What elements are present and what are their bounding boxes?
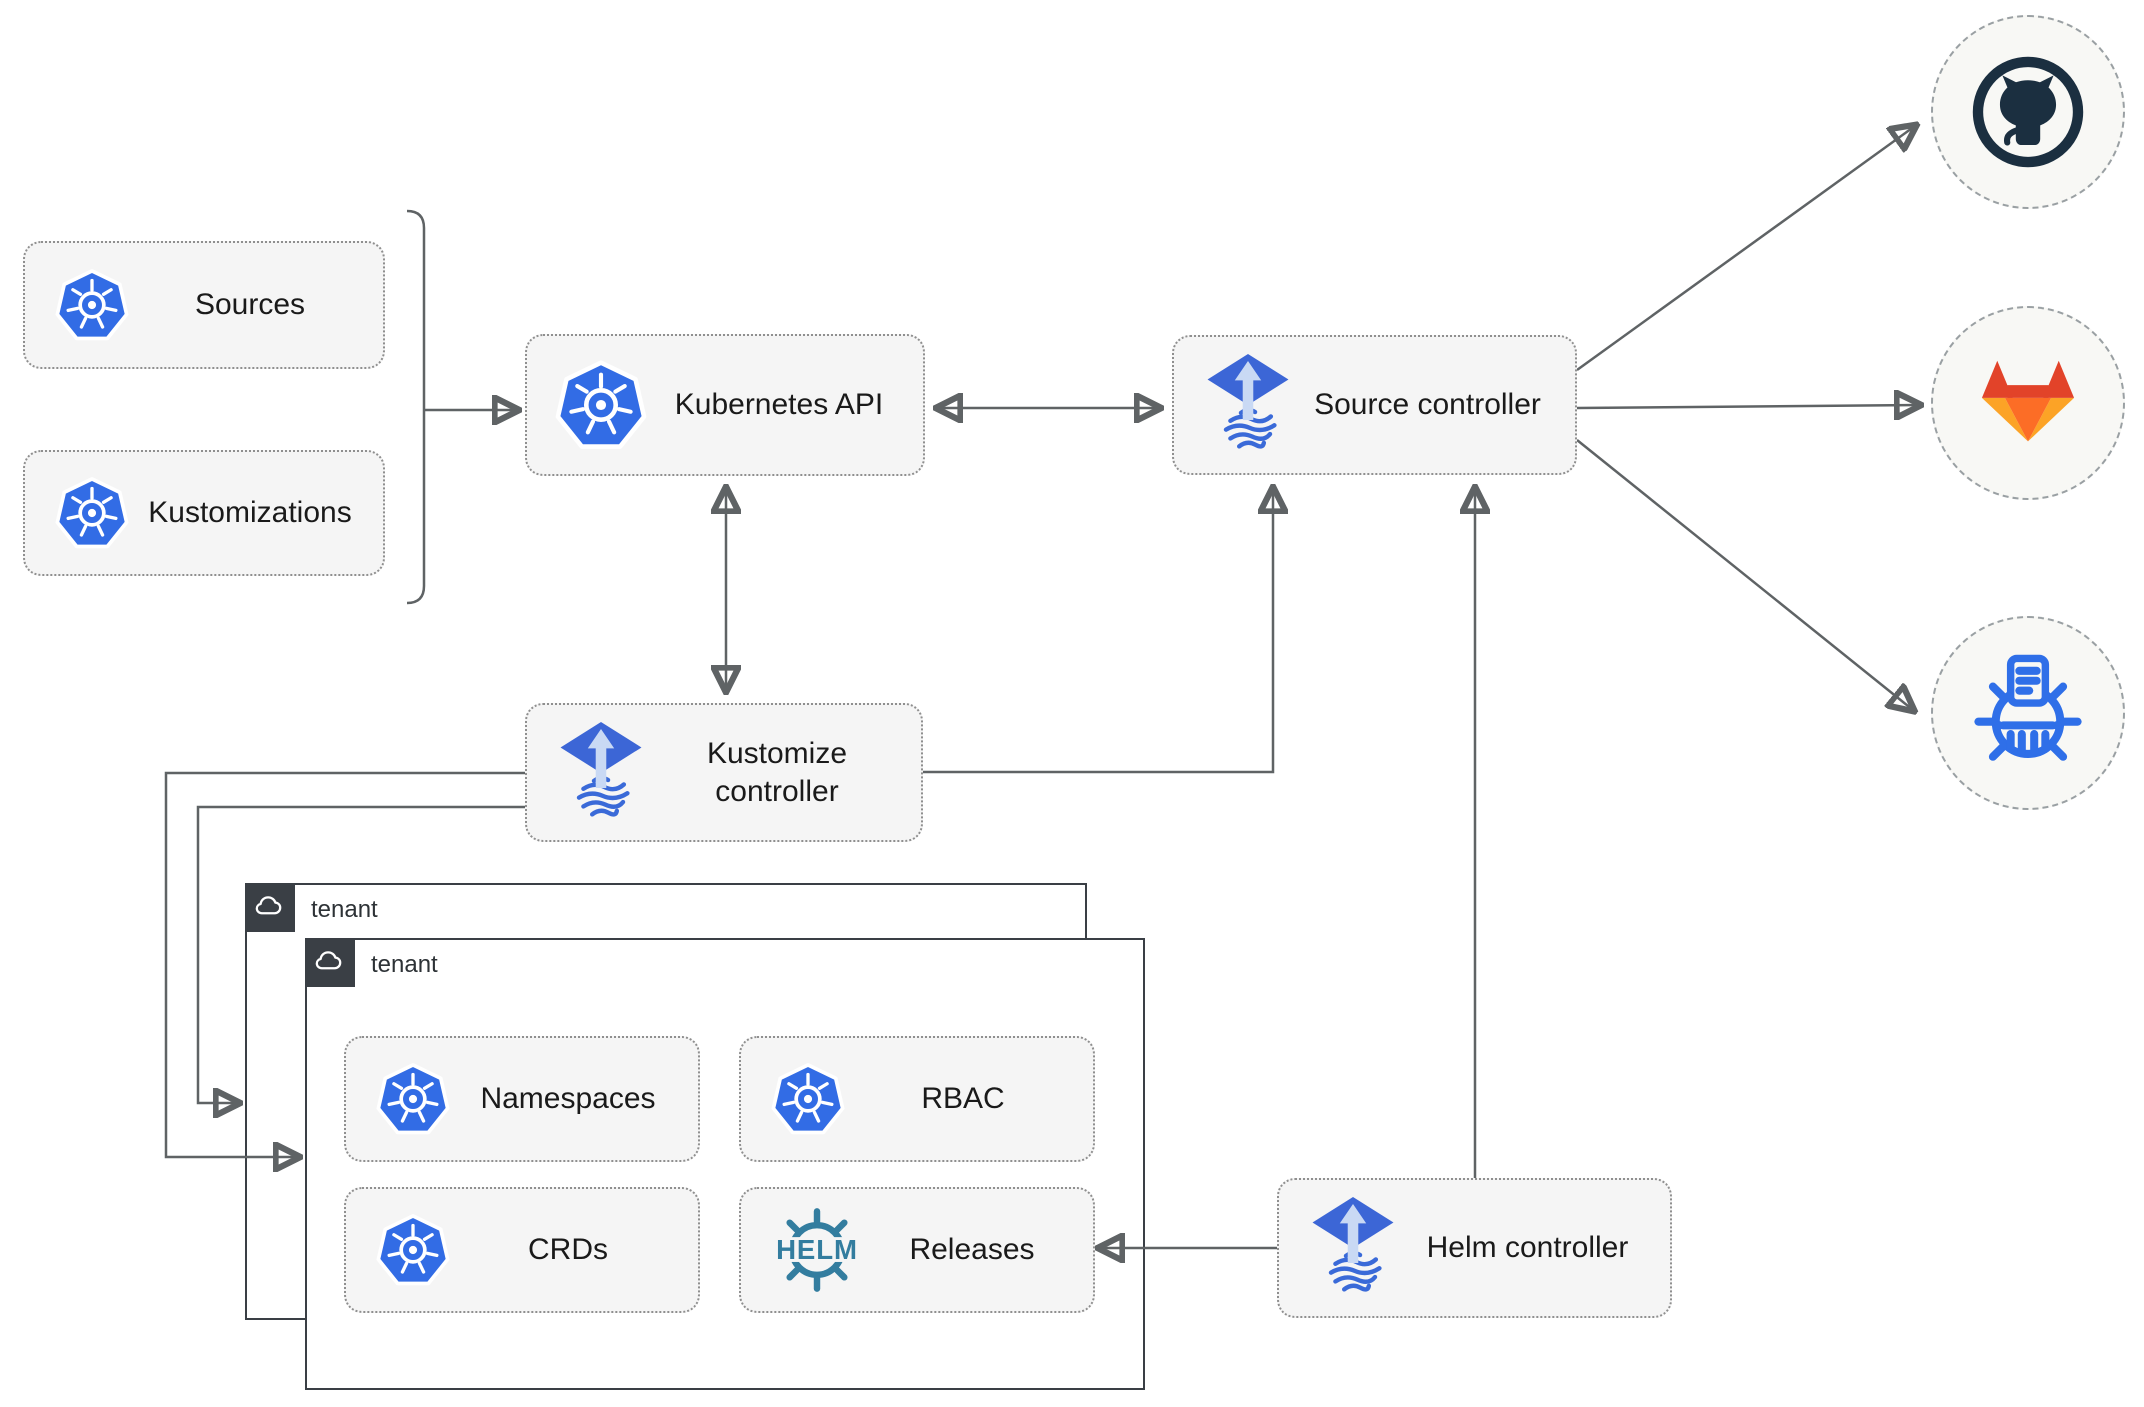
kubernetes-icon [376,1062,450,1136]
node-label: Kustomizations [148,496,352,530]
kubernetes-icon [376,1213,450,1287]
helm-icon: HELM [771,1204,863,1296]
node-kustomize-controller: Kustomize controller [525,703,923,842]
tenant-label: tenant [371,951,438,978]
edge-source-controller-github [1576,126,1915,372]
node-namespaces: Namespaces [344,1036,700,1162]
edge-kustomize-controller-source-controller [923,489,1273,774]
node-label: Kustomize controller [706,737,848,808]
flux-icon [1309,1196,1397,1300]
tenant-group-inner: tenant Namespaces RBAC [304,937,1145,1390]
kubernetes-icon [55,268,129,342]
cloud-tab [304,937,355,987]
node-releases: HELM Releases [739,1187,1095,1313]
node-label: CRDs [528,1233,608,1267]
node-helm-controller: Helm controller [1277,1178,1672,1318]
node-label: Releases [909,1233,1035,1267]
svg-text:HELM: HELM [776,1234,858,1265]
github-icon [1972,56,2084,168]
tenant-label: tenant [311,896,378,923]
edge-source-controller-gitlab [1576,405,1919,408]
node-sources: Sources [23,241,385,369]
cloud-icon [255,896,281,915]
node-kubernetes-api: Kubernetes API [525,334,925,476]
node-label: RBAC [921,1082,1005,1116]
registry-icon [1974,654,2082,761]
registry-endpoint [1931,616,2125,810]
node-crds: CRDs [344,1187,700,1313]
kubernetes-icon [55,476,129,550]
node-source-controller: Source controller [1172,335,1577,475]
gitlab-icon [1981,360,2075,442]
flux-icon [557,721,645,825]
node-rbac: RBAC [739,1036,1095,1162]
cloud-icon [315,951,341,970]
flux-icon [1204,353,1292,457]
kubernetes-icon [771,1062,845,1136]
gitlab-endpoint [1931,306,2125,500]
node-label: Source controller [1314,388,1541,422]
cloud-tab [244,882,295,932]
node-label: Sources [194,288,306,322]
node-label: Kubernetes API [674,388,884,422]
node-kustomizations: Kustomizations [23,450,385,576]
github-endpoint [1931,15,2125,209]
node-label: Helm controller [1426,1231,1629,1265]
node-label: Namespaces [480,1082,656,1116]
edge-bracket-sources-kustomizations [406,209,426,605]
kubernetes-icon [555,359,647,451]
edge-source-controller-registry [1576,439,1913,710]
